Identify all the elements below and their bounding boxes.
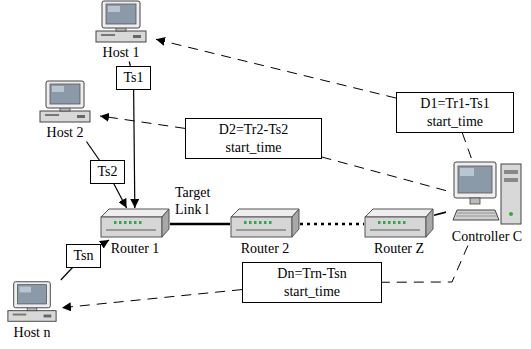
value-box: D2=Tr2-Ts2start_time [185,118,322,159]
router-icon [100,208,170,240]
connector [170,223,230,226]
connector [114,184,127,209]
value-box: D1=Tr1-Ts1start_time [396,92,514,133]
device-label: Router 2 [228,240,302,258]
box-text: start_time [249,283,375,301]
router-icon [364,208,434,240]
host-computer: Host 2 [30,80,100,142]
host-computer-icon [37,80,93,124]
dashed-connector [462,133,471,158]
connector [434,212,446,215]
router-icon [100,208,170,240]
value-box: Tsn [66,244,101,268]
box-text: start_time [192,139,315,157]
box-text: Dn=Trn-Tsn [249,265,375,283]
box-text: Tsn [73,247,94,265]
host-computer: Host n [2,280,62,342]
link-label: Target Link l [174,185,226,219]
value-box: Dn=Trn-Tsnstart_time [242,262,382,303]
device-label: Host n [2,324,62,342]
router: Router 1 [98,208,172,258]
box-text: D2=Tr2-Ts2 [192,121,315,139]
connector [86,142,99,161]
host-computer-icon [5,280,59,324]
controller-computer-icon [451,158,523,228]
router: Router Z [362,208,436,258]
controller-computer: Controller C [446,158,528,246]
connector [101,240,109,245]
host-computer: Host 1 [86,0,156,62]
connector [61,268,73,281]
value-box: Ts1 [116,66,151,90]
device-label: Router 1 [98,240,172,258]
box-text: D1=Tr1-Ts1 [403,95,507,113]
device-label: Host 2 [30,124,100,142]
router-icon [364,208,434,240]
computer-icon [93,0,149,44]
value-box: Ts2 [90,160,125,184]
device-label: Controller C [446,228,528,246]
computer-icon [37,80,93,124]
controller-computer-icon [451,158,523,228]
computer-icon [5,280,59,324]
box-text: Ts1 [123,69,144,87]
router-icon [230,208,300,240]
dashed-connector [156,39,396,98]
dashed-connector [300,223,364,226]
router-icon [230,208,300,240]
connector [134,90,135,209]
device-label: Host 1 [86,44,156,62]
dashed-connector [322,157,446,191]
dashed-connector [100,116,185,129]
box-text: Ts2 [97,163,118,181]
box-text: start_time [403,113,507,131]
host-computer-icon [93,0,149,44]
router: Router 2 [228,208,302,258]
device-label: Router Z [362,240,436,258]
dashed-connector [62,290,242,308]
